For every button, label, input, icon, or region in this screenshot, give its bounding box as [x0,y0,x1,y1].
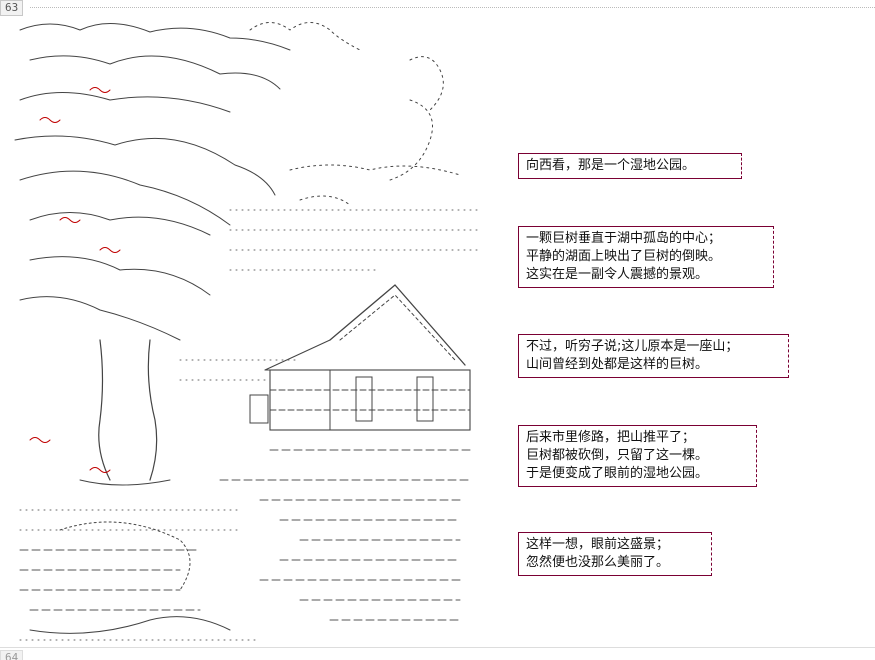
top-divider [30,7,875,8]
caption-box-2: 一颗巨树垂直于湖中孤岛的中心； 平静的湖面上映出了巨树的倒映。 这实在是一副令人… [518,226,774,288]
bottom-divider [0,647,875,648]
caption-4-line-2: 巨树都被砍倒，只留了这一棵。 [526,448,709,463]
canopy-outline-1 [19,22,291,51]
ascii-art-tree-and-cabin [14,22,481,641]
caption-3-line-1: 不过，听穷子说;这儿原本是一座山； [526,339,739,354]
page-number-top: 63 [0,0,24,16]
caption-5-line-2: 忽然便也没那么美丽了。 [526,555,670,570]
caption-box-3: 不过，听穷子说;这儿原本是一座山； 山间曾经到处都是这样的巨树。 [518,334,789,378]
caption-3-line-2: 山间曾经到处都是这样的巨树。 [526,357,709,372]
caption-box-4: 后来市里修路，把山推平了； 巨树都被砍倒，只留了这一棵。 于是便变成了眼前的湿地… [518,425,757,487]
caption-5-line-1: 这样一想，眼前这盛景； [526,537,670,552]
caption-2-line-2: 平静的湖面上映出了巨树的倒映。 [526,249,722,264]
caption-4-line-3: 于是便变成了眼前的湿地公园。 [526,466,709,481]
page-number-bottom: 64 [0,650,24,660]
caption-4-line-1: 后来市里修路，把山推平了； [526,430,696,445]
caption-2-line-3: 这实在是一副令人震撼的景观。 [526,267,709,282]
caption-box-1: 向西看，那是一个湿地公园。 [518,153,742,179]
caption-box-5: 这样一想，眼前这盛景； 忽然便也没那么美丽了。 [518,532,712,576]
caption-1-line-1: 向西看，那是一个湿地公园。 [526,158,696,173]
caption-2-line-1: 一颗巨树垂直于湖中孤岛的中心； [526,231,722,246]
